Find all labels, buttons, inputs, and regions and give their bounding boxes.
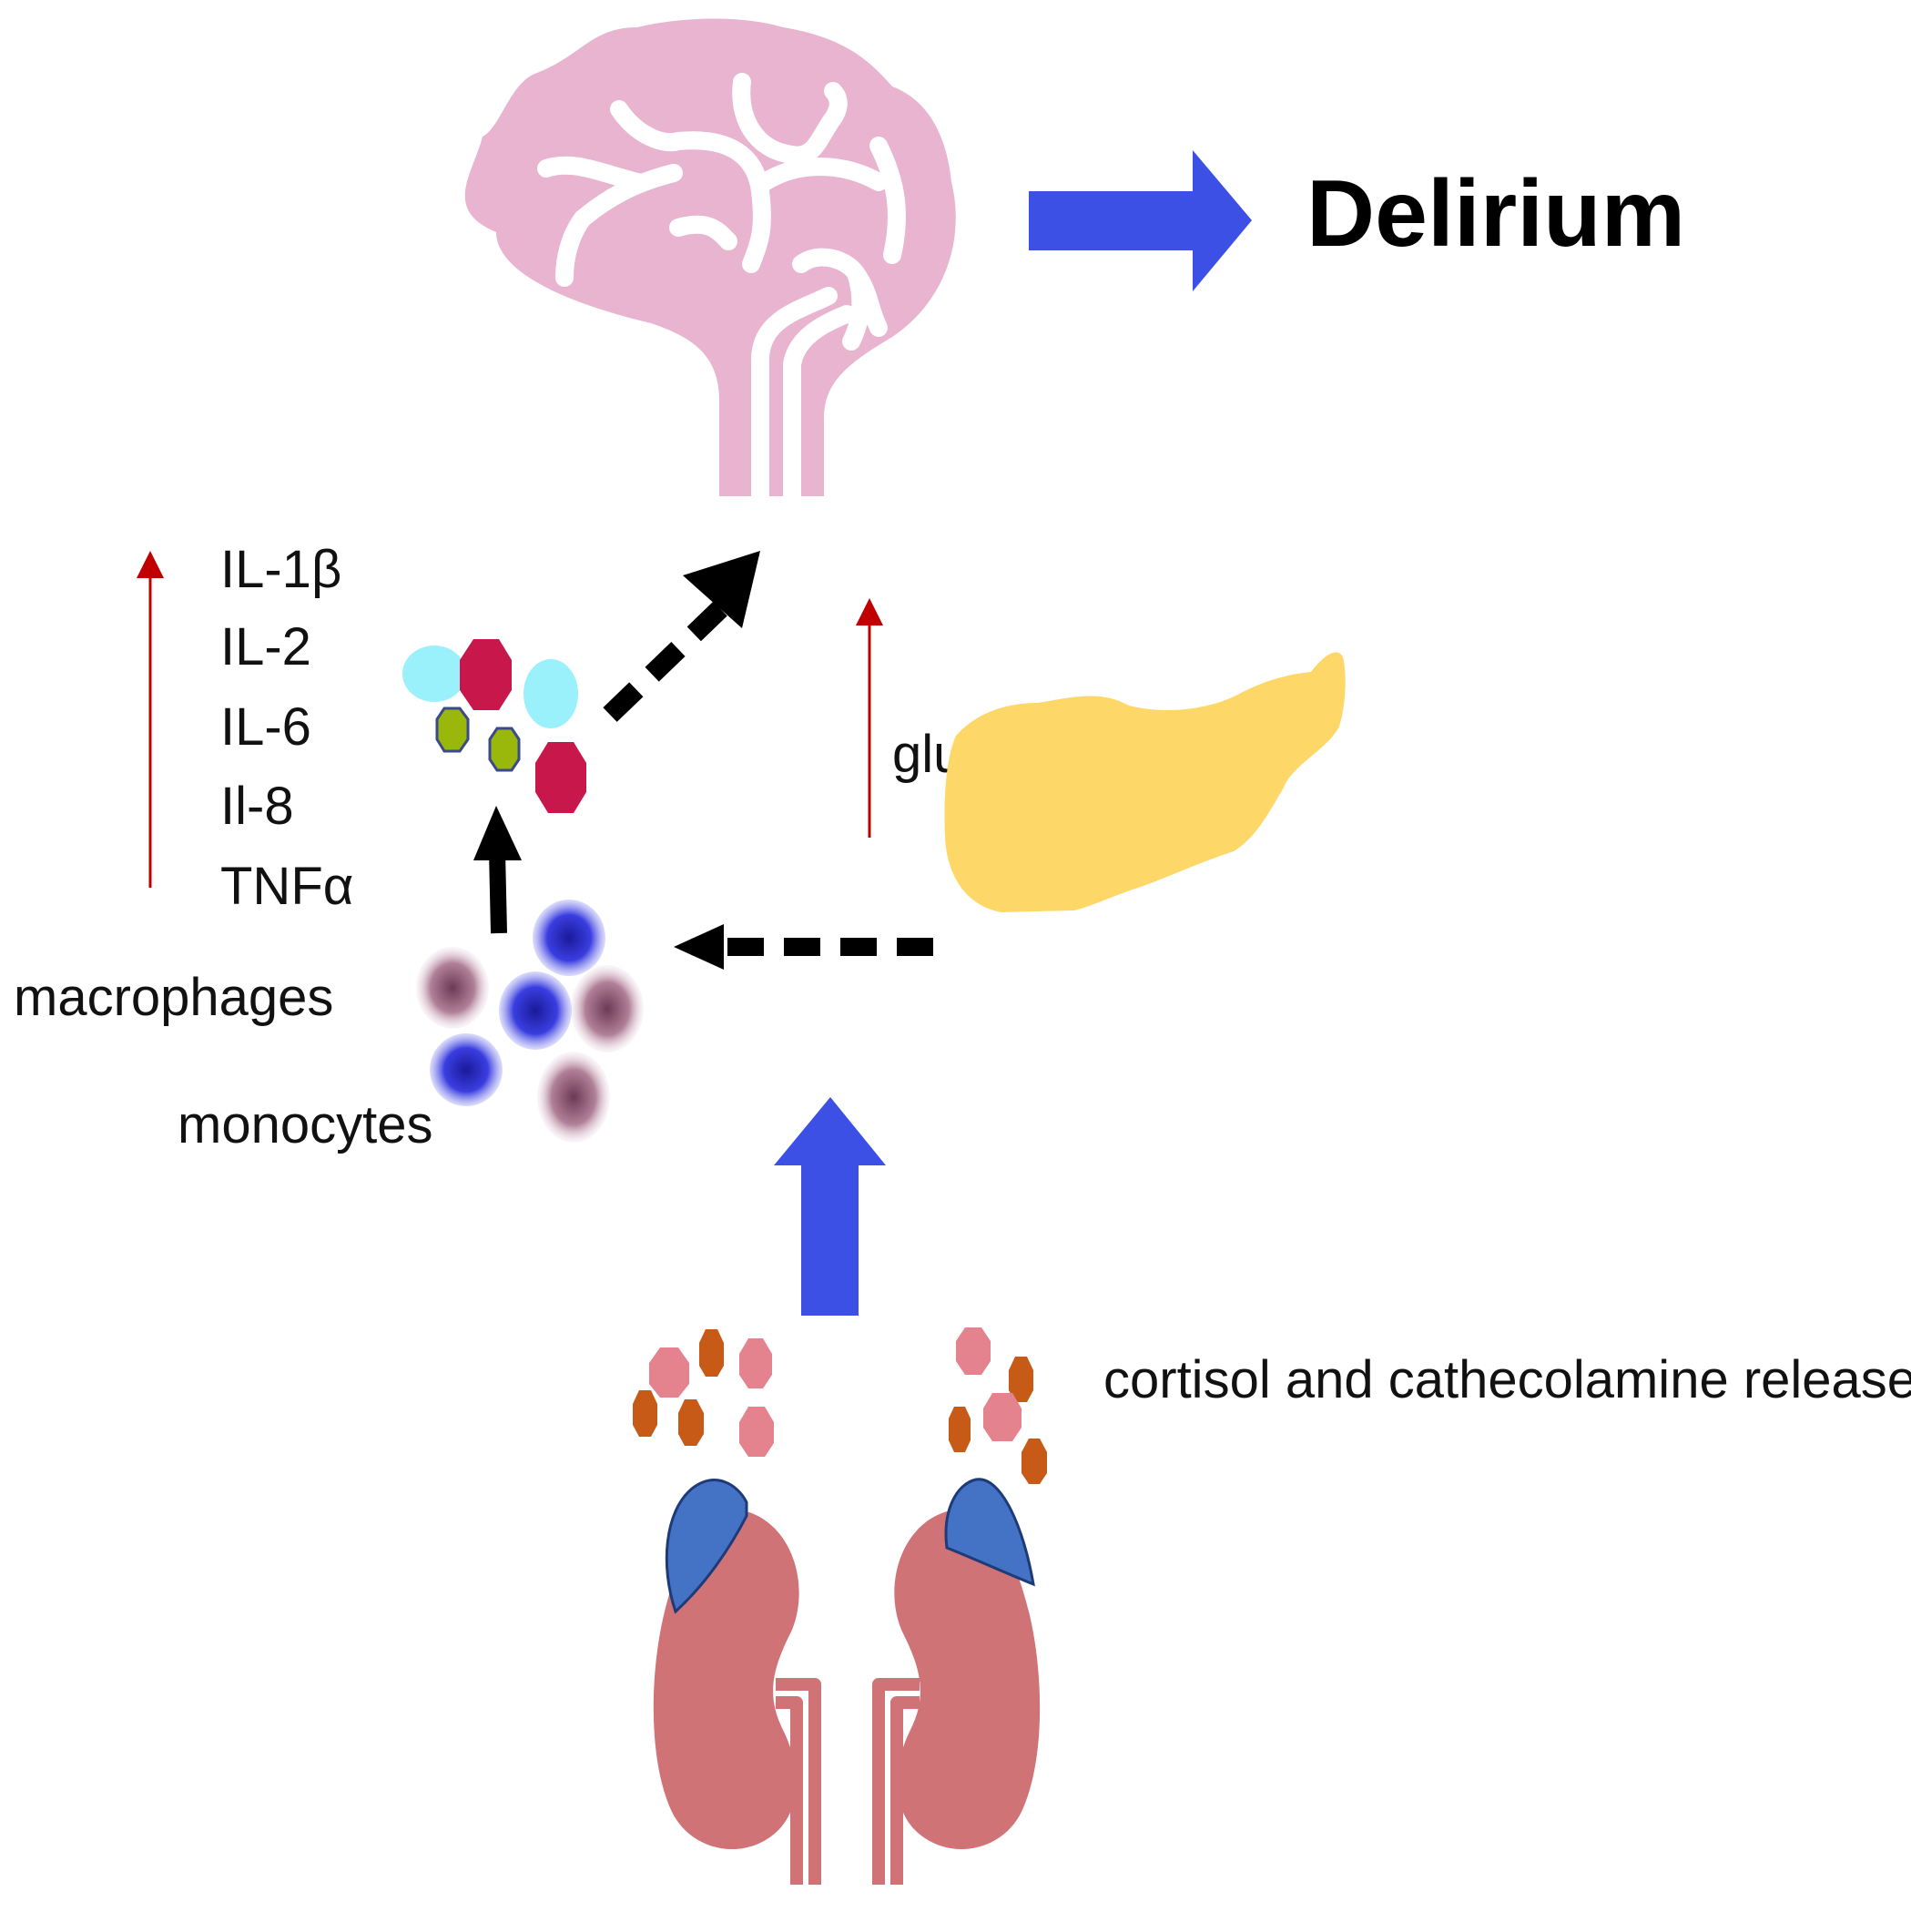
cytokine-particle-cyan — [523, 659, 578, 728]
macrophage-cell — [537, 1052, 610, 1143]
cortisol-particle — [983, 1393, 1022, 1441]
hormone-release-label: cortisol and cathecolamine release — [1103, 1350, 1911, 1409]
cytokine-label: TNFα — [220, 857, 353, 916]
monocyte-cell — [430, 1033, 503, 1106]
cytokine-particle-cyan — [402, 646, 466, 702]
catecholamine-particle — [1009, 1357, 1033, 1402]
hormone-particles — [633, 1327, 1047, 1484]
diagram-title: Delirium — [1306, 161, 1685, 267]
arrow-pancreas-to-cells — [674, 924, 933, 970]
macrophage-cell — [571, 965, 644, 1052]
cytokine-particle-green — [488, 727, 521, 772]
cytokine-particle-crimson — [460, 639, 512, 710]
right-kidney — [894, 1510, 1041, 1850]
arrow-cells-to-cytokines — [473, 806, 522, 934]
brain-icon — [464, 18, 956, 505]
monocyte-cell — [533, 900, 605, 976]
cortisol-particle — [739, 1407, 774, 1457]
cytokine-particles — [402, 639, 586, 813]
arrow-cytokines-to-brain — [603, 551, 760, 722]
arrow-adrenal-to-cells — [774, 1097, 886, 1316]
macrophage-cell — [416, 947, 489, 1029]
catecholamine-particle — [678, 1399, 704, 1446]
cortisol-particle — [649, 1347, 689, 1398]
cytokine-label: IL-1β — [220, 540, 341, 599]
adrenal-gland-icon — [665, 1478, 1035, 1614]
cytokine-label: Il-8 — [220, 777, 294, 836]
cortisol-particle — [739, 1338, 772, 1388]
monocyte-cell — [499, 971, 572, 1050]
macrophages-label: macrophages — [14, 968, 333, 1027]
cytokine-label: IL-2 — [220, 617, 311, 676]
immune-cell-cluster — [416, 900, 644, 1143]
pancreas-icon — [944, 652, 1346, 912]
arrow-brain-to-delirium — [1029, 150, 1252, 291]
catecholamine-particle — [699, 1329, 724, 1377]
monocytes-label: monocytes — [178, 1095, 432, 1154]
catecholamine-particle — [1022, 1439, 1047, 1484]
cytokine-particle-crimson — [535, 742, 586, 813]
catecholamine-particle — [633, 1390, 657, 1437]
catecholamine-particle — [949, 1407, 971, 1452]
cytokine-particle-green — [435, 707, 470, 753]
cytokine-list: IL-1β IL-2 IL-6 Il-8 TNFα — [220, 540, 353, 916]
cortisol-particle — [956, 1327, 991, 1375]
left-adrenal-gland — [665, 1479, 748, 1614]
cytokine-label: IL-6 — [220, 697, 311, 757]
right-adrenal-gland — [944, 1478, 1035, 1587]
